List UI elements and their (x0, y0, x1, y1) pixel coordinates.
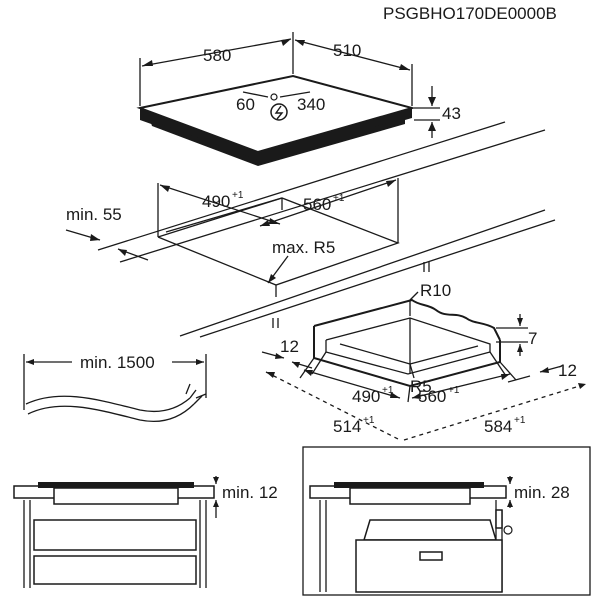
worktop-cutout (97, 121, 556, 338)
frame-outer-depth-tolerance: +1 (514, 415, 526, 426)
cutout-depth-label: 560 (303, 195, 331, 214)
install-left (13, 482, 215, 588)
install-right-gap-label: min. 28 (514, 483, 570, 502)
cutout-radius-label: max. R5 (272, 238, 335, 257)
hob-width-label: 580 (203, 46, 231, 65)
frame-outer-width-label: 514 (333, 417, 361, 436)
frame-inner-width-label: 490 (352, 387, 380, 406)
hob-conn-right-label: 340 (297, 95, 325, 114)
hob-depth-label: 510 (333, 41, 361, 60)
frame-inner-width-tolerance: +1 (382, 385, 394, 396)
cutout-width-label: 490 (202, 192, 230, 211)
cable-drawing (23, 354, 207, 423)
hob-conn-left-label: 60 (236, 95, 255, 114)
frame-outer-width-tolerance: +1 (363, 415, 375, 426)
frame-inner-depth-label: 560 (418, 387, 446, 406)
hob-height-label: 43 (442, 104, 461, 123)
frame-edge-right-label: 12 (558, 361, 577, 380)
frame-edge-left-label: 12 (280, 337, 299, 356)
document-code: PSGBHO170DE0000B (383, 4, 557, 23)
cutout-width-tolerance: +1 (232, 190, 244, 201)
cutout-depth-tolerance: +1 (333, 193, 345, 204)
frame-section (313, 298, 501, 388)
install-right (309, 482, 513, 593)
cable-min-length-label: min. 1500 (80, 353, 155, 372)
hob-drawing (136, 74, 416, 166)
lightning-icon (270, 103, 288, 121)
install-left-gap-label: min. 12 (222, 483, 278, 502)
cutout-min-front-label: min. 55 (66, 205, 122, 224)
frame-radius-inner-label: R5 (410, 377, 432, 396)
frame-inner-depth-tolerance: +1 (448, 385, 460, 396)
frame-step-label: 7 (528, 329, 537, 348)
frame-outer-depth-label: 584 (484, 417, 512, 436)
frame-radius-outer-label: R10 (420, 281, 451, 300)
